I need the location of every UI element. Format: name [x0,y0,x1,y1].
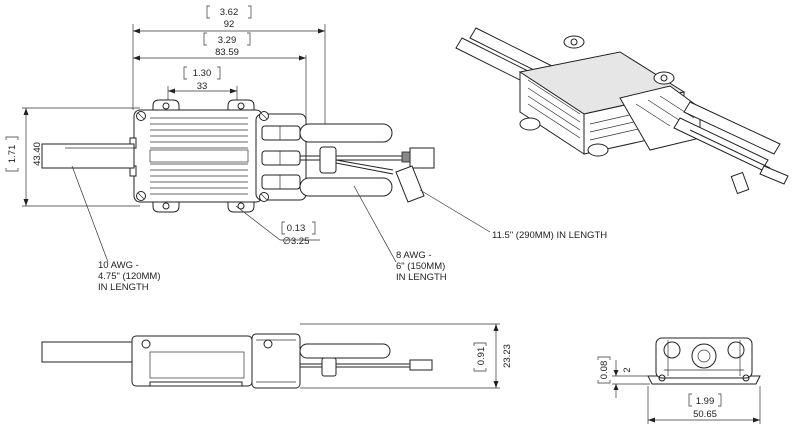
wire8-line3: IN LENGTH [396,272,447,283]
wire8-line2: 6" (150MM) [396,261,445,272]
side-height-mm: 23.23 [502,344,513,368]
hole-dia-mm: ∅3.25 [283,236,310,247]
wire10-line1: 10 AWG - [98,260,139,271]
top-view [41,99,435,213]
mount-spacing-mm: 33 [197,81,208,92]
dim-height: 1.71 43.40 [5,107,140,207]
end-small-in: 0.08 [599,361,610,380]
body-length-mm: 83.59 [215,47,239,58]
signal-wire-length: 11.5" (290MM) IN LENGTH [492,230,607,241]
end-width-mm: 50.65 [693,409,717,420]
end-width-in: 1.99 [696,396,715,407]
wire8-line1: 8 AWG - [396,250,432,261]
wire10-line2: 4.75" (120MM) [98,271,161,282]
dim-overall-length: 3.62 92 [132,5,326,140]
end-small-mm: 2 [622,367,633,372]
mount-spacing-in: 1.30 [193,68,212,79]
side-view: 0.91 23.23 [41,323,513,389]
height-in: 1.71 [7,145,18,164]
overall-length-in: 3.62 [220,7,239,18]
side-height-in: 0.91 [476,347,487,366]
overall-length-mm: 92 [224,19,235,30]
dim-mount-spacing: 1.30 33 [167,66,238,104]
callout-leaders [71,165,491,263]
isometric-view [455,27,789,195]
body-length-in: 3.29 [218,35,237,46]
wire10-line3: IN LENGTH [98,282,149,293]
height-mm: 43.40 [32,142,43,166]
end-view: 0.08 2 1.99 50.65 [597,337,761,424]
hole-dia-in: 0.13 [287,223,306,234]
